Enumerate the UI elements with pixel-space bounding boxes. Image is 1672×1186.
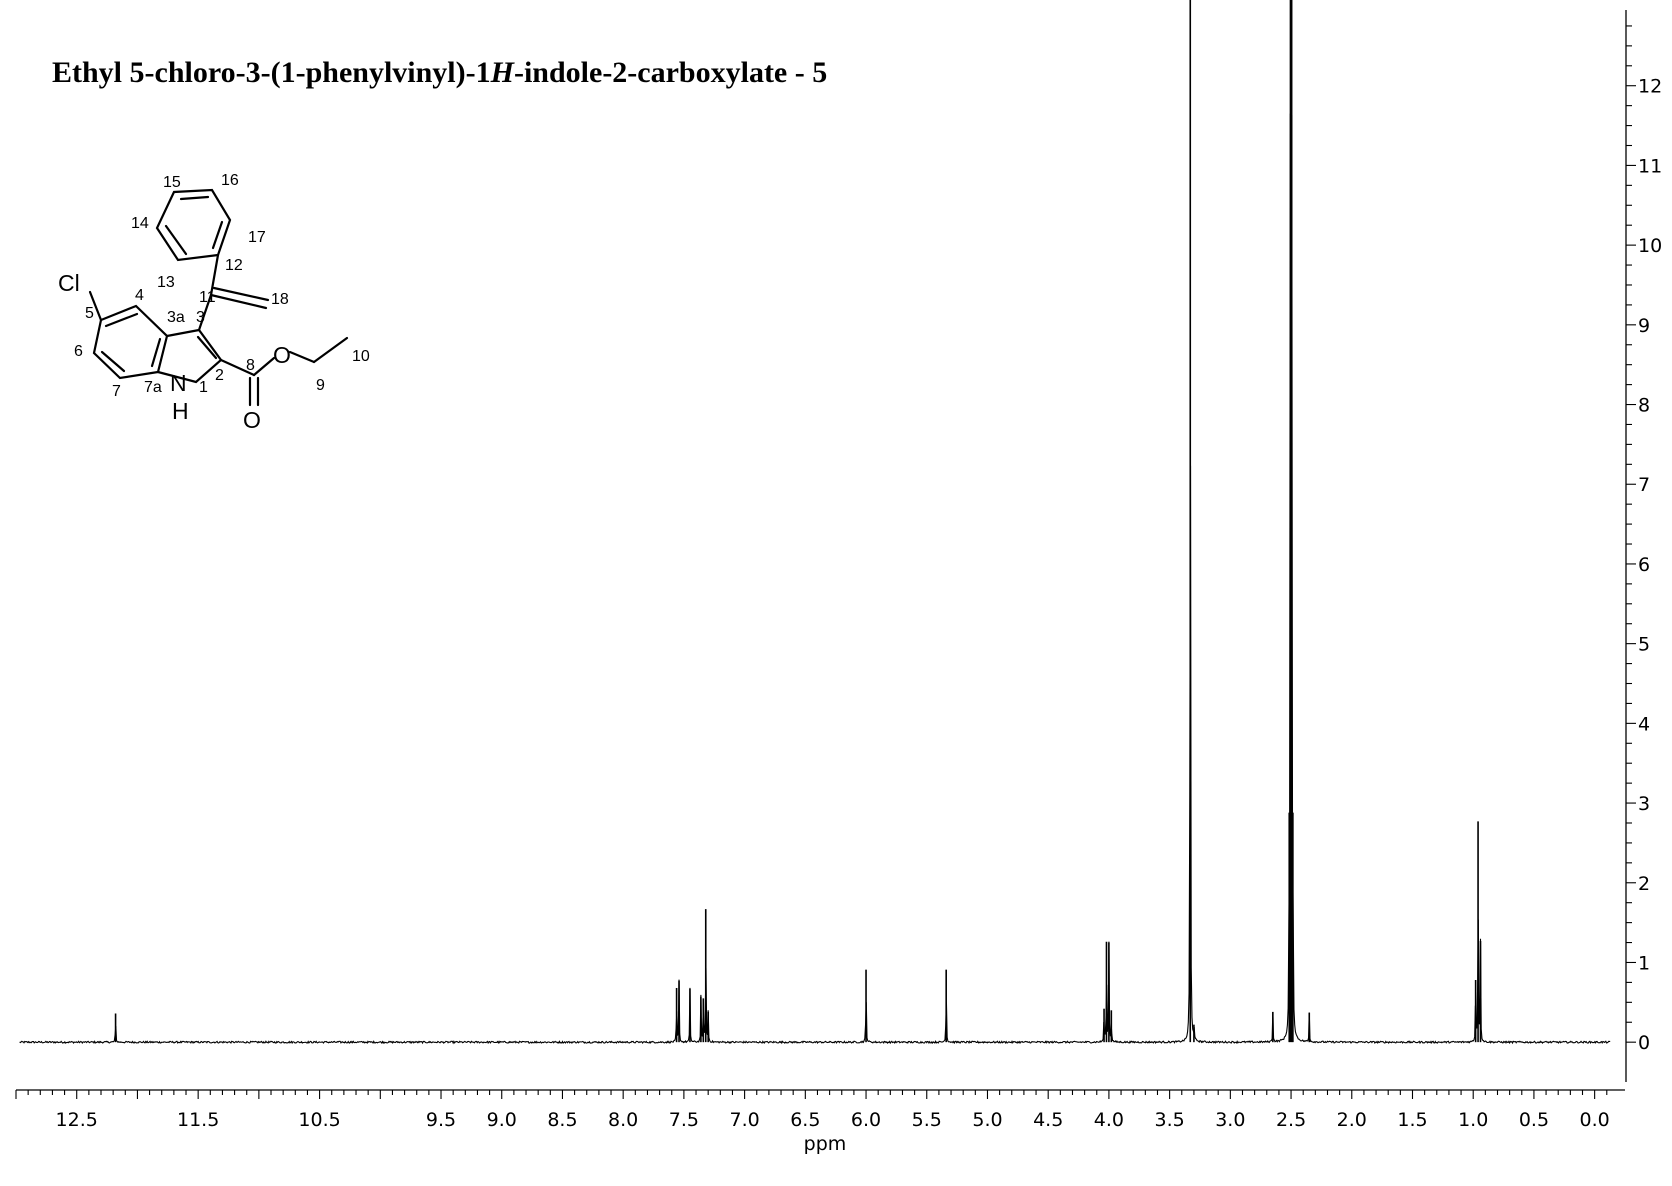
label-14: 14 <box>131 215 149 232</box>
label-9: 9 <box>316 377 325 394</box>
bond-2-8 <box>219 358 256 377</box>
bond-11-12 <box>209 253 220 297</box>
x-tick-label: 3.0 <box>1215 1109 1245 1131</box>
x-tick-label: 5.0 <box>972 1109 1002 1131</box>
spectrum-line <box>19 113 1611 1045</box>
atom-o-ester: O <box>273 342 291 368</box>
compound-title: Ethyl 5-chloro-3-(1-phenylvinyl)-1H-indo… <box>52 56 827 90</box>
pyrrole-double <box>196 335 218 360</box>
atom-o-carbonyl: O <box>243 407 261 433</box>
benzo-double-2 <box>100 350 126 373</box>
x-tick-label: 2.0 <box>1337 1109 1367 1131</box>
benzo-double-3 <box>150 337 162 368</box>
label-7a: 7a <box>144 379 162 396</box>
y-tick-label: 8 <box>1638 395 1650 417</box>
y-tick-label: 5 <box>1638 634 1650 656</box>
label-13: 13 <box>157 274 175 291</box>
label-7: 7 <box>112 383 121 400</box>
phenyl-ring <box>155 188 232 262</box>
x-tick-label: 6.5 <box>790 1109 820 1131</box>
label-1: 1 <box>199 379 208 396</box>
label-15: 15 <box>163 174 181 191</box>
bond-9-10 <box>312 336 349 364</box>
molecular-structure: Cl N H O O 1 2 3 3a 4 5 6 7 7a 8 9 10 11… <box>58 172 370 433</box>
x-tick-label: 6.0 <box>851 1109 881 1131</box>
x-tick-label: 12.5 <box>56 1109 98 1131</box>
y-tick-label: 4 <box>1638 713 1650 735</box>
x-tick-label: 2.5 <box>1276 1109 1306 1131</box>
title-italic: H <box>490 56 514 89</box>
label-10: 10 <box>352 348 370 365</box>
x-tick-label: 7.0 <box>729 1109 759 1131</box>
label-6: 6 <box>74 343 83 360</box>
y-tick-label: 1 <box>1638 952 1650 974</box>
x-tick-label: 9.5 <box>426 1109 456 1131</box>
y-tick-label: 0 <box>1638 1032 1650 1054</box>
label-3a: 3a <box>167 309 185 326</box>
label-5: 5 <box>85 305 94 322</box>
title-prefix: Ethyl 5-chloro-3-(1-phenylvinyl)-1 <box>52 56 491 89</box>
label-2: 2 <box>215 367 224 384</box>
bond-11-18b <box>212 286 270 302</box>
x-tick-label: 9.0 <box>487 1109 517 1131</box>
atom-cl: Cl <box>58 270 80 296</box>
atom-h: H <box>172 398 189 424</box>
label-17: 17 <box>248 229 266 246</box>
y-tick-label: 6 <box>1638 554 1650 576</box>
bond-5-cl <box>88 290 103 322</box>
y-tick-label: 9 <box>1638 315 1650 337</box>
x-tick-label: 1.5 <box>1397 1109 1427 1131</box>
x-tick-label: 8.5 <box>547 1109 577 1131</box>
x-tick-label: 3.5 <box>1155 1109 1185 1131</box>
x-tick-label: 4.5 <box>1033 1109 1063 1131</box>
label-11: 11 <box>199 289 216 306</box>
y-tick-label: 10 <box>1638 235 1662 257</box>
x-tick-label: 0.0 <box>1580 1109 1610 1131</box>
label-18: 18 <box>271 291 289 308</box>
x-tick-label: 1.0 <box>1458 1109 1488 1131</box>
bond-3-11 <box>197 293 213 332</box>
x-tick-label: 10.5 <box>298 1109 340 1131</box>
x-axis: 12.5 11.5 10.5 9.5 9.0 8.5 8.0 7.5 7.0 6.5 6.0 5.5 5… <box>15 1089 1625 1131</box>
bond-o-9 <box>288 350 316 364</box>
x-tick-label: 8.0 <box>608 1109 638 1131</box>
x-axis-label: ppm <box>804 1133 847 1155</box>
y-tick-label: 12 <box>1638 76 1662 98</box>
phenyl-double-2 <box>179 195 210 201</box>
phenyl-double-3 <box>211 220 224 250</box>
bond-11-18a <box>209 293 268 310</box>
y-tick-label: 11 <box>1638 155 1662 177</box>
x-tick-label: 0.5 <box>1519 1109 1549 1131</box>
y-tick-label: 7 <box>1638 474 1650 496</box>
label-16: 16 <box>221 172 239 189</box>
y-tick-label: 3 <box>1638 793 1650 815</box>
spectrum-trace <box>19 0 1611 1045</box>
y-tick-label: 2 <box>1638 873 1650 895</box>
title-suffix: -indole-2-carboxylate - 5 <box>513 56 828 89</box>
benzo-double-1 <box>104 312 139 328</box>
label-12: 12 <box>225 257 243 274</box>
label-3: 3 <box>196 309 205 326</box>
x-tick-label: 7.5 <box>669 1109 699 1131</box>
bond-8-o <box>252 356 276 377</box>
label-8: 8 <box>246 357 255 374</box>
x-tick-label: 5.5 <box>912 1109 942 1131</box>
label-4: 4 <box>135 287 144 304</box>
atom-n: N <box>170 370 187 396</box>
phenyl-double-1 <box>164 224 188 256</box>
x-tick-label: 4.0 <box>1094 1109 1124 1131</box>
x-tick-label: 11.5 <box>177 1109 219 1131</box>
